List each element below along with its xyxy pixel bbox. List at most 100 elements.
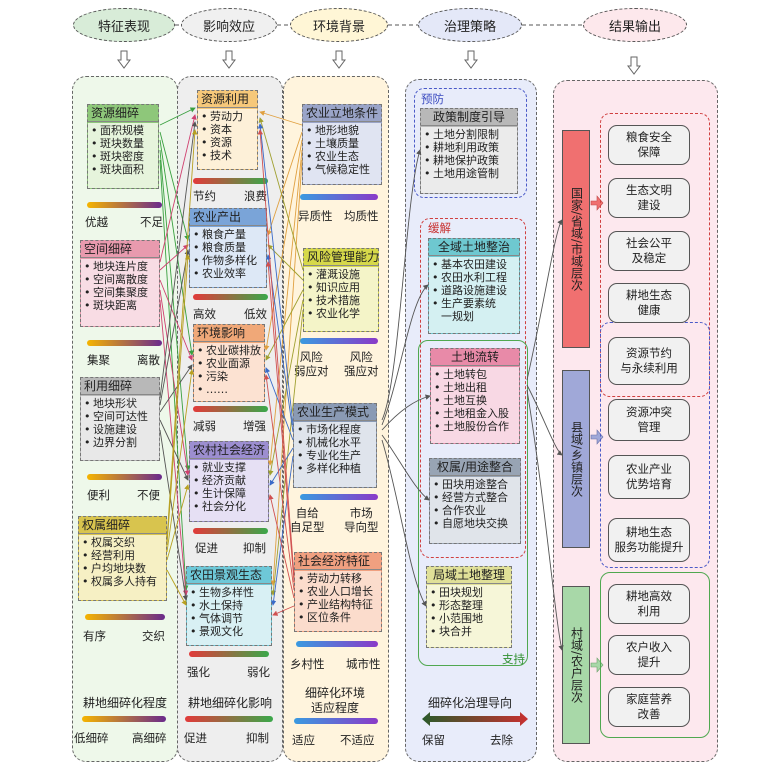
box-items: 灌溉设施 知识应用 技术措施 农业化学 <box>304 267 378 331</box>
level-county: 县域/乡镇层次 <box>562 370 590 548</box>
list-item: 多样化种植 <box>297 462 374 475</box>
box-items: 面积规模 斑块数量 斑块密度 斑块面积 <box>88 123 158 188</box>
list-item: 斑块数量 <box>91 137 156 150</box>
box-title: 资源细碎 <box>88 105 158 122</box>
strategy-box-land-transfer: 土地流转 土地转包 土地出租 土地互换 土地租金入股 土地股份合作 <box>430 348 520 444</box>
box-title: 局域土地整理 <box>427 567 511 584</box>
box-items: 就业支撑 经济贡献 生计保障 社会分化 <box>190 460 268 521</box>
strategy-box-land-consolidation: 全域土地整治 基本农田建设 农田水利工程 道路设施建设 生产要素统 一规划 <box>428 238 520 334</box>
list-item: 水土保持 <box>190 599 269 612</box>
list-item: 道路设施建设 <box>432 284 517 297</box>
scale-high-label: 不便 <box>137 488 160 502</box>
list-item: 生产要素统 <box>432 297 517 310</box>
scale-low-label: 节约 <box>193 189 216 203</box>
column-footer: 耕地细碎化影响 <box>187 696 272 710</box>
scale-low-label: 便利 <box>87 488 110 502</box>
box-items: 地块连片度 空间离散度 空间集聚度 斑块距离 <box>81 259 159 326</box>
box-title: 空间细碎 <box>81 241 159 258</box>
group-mitigate-label: 缓解 <box>428 221 451 235</box>
list-item: 土地租金入股 <box>434 407 517 420</box>
scale-high-label: 浪费 <box>244 189 267 203</box>
list-item: 劳动力转移 <box>298 572 379 585</box>
list-item: 劳动力 <box>201 110 255 123</box>
scale-bar <box>193 406 268 412</box>
box-title: 农业立地条件 <box>303 105 381 122</box>
env-box-site-conditions: 农业立地条件 地形地貌 土壤质量 农业生态 气候稳定性 <box>302 104 382 185</box>
list-item: 斑块面积 <box>91 163 156 176</box>
list-item: 权属交织 <box>82 536 164 549</box>
scale-bar <box>296 641 378 647</box>
scale-high-label: 不足 <box>140 215 163 229</box>
scale-low-label: 风险 弱应对 <box>294 350 329 378</box>
list-item: 作物多样化 <box>193 254 264 267</box>
scale-low-label: 强化 <box>187 665 210 679</box>
box-title: 利用细碎 <box>81 378 159 395</box>
level-village: 村域/农户层次 <box>562 586 590 744</box>
list-item: 斑块密度 <box>91 150 156 163</box>
scale-low-label: 优越 <box>85 215 108 229</box>
list-item: 耕地保护政策 <box>424 154 515 167</box>
box-items: 劳动力转移 农业人口增长 产业结构特征 区位条件 <box>295 571 381 631</box>
box-title: 权属/用途整合 <box>430 459 520 476</box>
scale-bar <box>193 528 268 534</box>
box-items: 土地分割限制 耕地利用政策 耕地保护政策 土地用途管制 <box>421 127 517 193</box>
scale-high-label: 风险 强应对 <box>344 350 379 378</box>
box-title: 土地流转 <box>431 349 519 366</box>
list-item: 气体调节 <box>190 612 269 625</box>
outcome-group-village <box>600 572 710 738</box>
box-title: 风险管理能力 <box>304 249 379 266</box>
footer-high-label: 不适应 <box>340 733 375 747</box>
list-item: 农业效率 <box>193 267 264 280</box>
list-item: 地形地貌 <box>306 124 379 137</box>
box-items: 农业碳排放 农业面源 污染 …… <box>194 343 264 401</box>
box-items: 地块形状 空间可达性 设施建设 边界分割 <box>81 396 159 460</box>
scale-low-label: 有序 <box>83 629 106 643</box>
group-prevent <box>414 88 527 198</box>
scale-high-label: 增强 <box>243 419 266 433</box>
list-item: 污染 <box>197 370 262 383</box>
header-environment: 环境背景 <box>290 8 388 42</box>
list-item: 块合并 <box>430 625 509 638</box>
scale-low-label: 自给 自足型 <box>290 506 325 534</box>
list-item: 气候稳定性 <box>306 163 379 176</box>
list-item: 农业人口增长 <box>298 585 379 598</box>
effect-box-output: 农业产出 粮食产量 粮食质量 作物多样化 农业效率 <box>189 208 267 288</box>
box-title: 农田景观生态 <box>187 567 271 584</box>
box-items: 土地转包 土地出租 土地互换 土地租金入股 土地股份合作 <box>431 367 519 443</box>
box-title: 全域土地整治 <box>429 239 519 256</box>
list-item: 知识应用 <box>307 281 376 294</box>
env-box-production-mode: 农业生产模式 市场化程度 机械化水平 专业化生产 多样化种植 <box>293 403 377 488</box>
list-item: 区位条件 <box>298 611 379 624</box>
box-title: 社会经济特征 <box>295 553 381 570</box>
box-items: 基本农田建设 农田水利工程 道路设施建设 生产要素统 一规划 <box>429 257 519 333</box>
outcome-resource-saving: 资源节约 与永续利用 <box>608 337 690 385</box>
outcome-efficient-use: 耕地高效 利用 <box>608 584 690 624</box>
down-arrow-icon <box>464 50 478 69</box>
list-item: 产业结构特征 <box>298 598 379 611</box>
list-item: 农业化学 <box>307 307 376 320</box>
list-item: 机械化水平 <box>297 436 374 449</box>
list-item: 农业碳排放 <box>197 344 262 357</box>
scale-low-label: 集聚 <box>87 353 110 367</box>
list-item: 生计保障 <box>193 487 266 500</box>
feature-box-ownership: 权属细碎 权属交织 经营利用 户均地块数 权属多人持有 <box>78 516 167 601</box>
box-items: 粮食产量 粮食质量 作物多样化 农业效率 <box>190 227 266 287</box>
column-footer: 细碎化治理导向 <box>427 696 512 710</box>
list-item: 技术 <box>201 149 255 162</box>
scale-low-label: 减弱 <box>193 419 216 433</box>
scale-low-label: 乡村性 <box>290 657 325 671</box>
scale-high-label: 低效 <box>244 307 267 321</box>
list-item: 农业面源 <box>197 357 262 370</box>
box-title: 权属细碎 <box>79 517 166 534</box>
list-item: 经营利用 <box>82 549 164 562</box>
footer-high-label: 高细碎 <box>132 731 167 745</box>
scale-high-label: 离散 <box>137 353 160 367</box>
outcome-eco-civilization: 生态文明 建设 <box>608 178 690 218</box>
scale-high-label: 市场 导向型 <box>344 506 379 534</box>
outcome-industry-advantage: 农业产业 优势培育 <box>608 455 690 499</box>
list-item: 地块连片度 <box>84 260 157 273</box>
outcome-nutrition: 家庭营养 改善 <box>608 687 690 727</box>
list-item: 边界分割 <box>84 436 157 449</box>
strategy-box-policy: 政策制度引导 土地分割限制 耕地利用政策 耕地保护政策 土地用途管制 <box>420 108 518 194</box>
group-support-label: 支持 <box>502 652 525 666</box>
